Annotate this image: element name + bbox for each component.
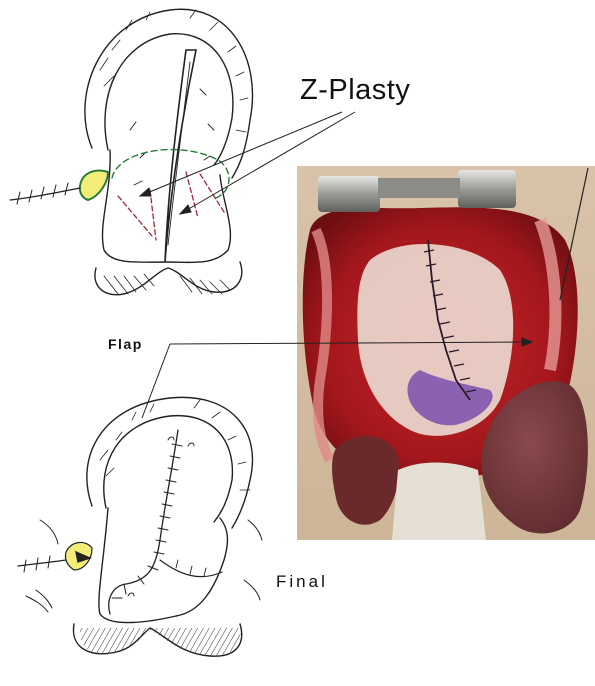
photo-gap [392, 463, 486, 541]
z-plasty-label: Z-Plasty [300, 74, 410, 107]
top-suture-line [10, 188, 80, 200]
bottom-sketch [18, 397, 262, 656]
top-arch-texture [100, 10, 248, 132]
photo-retractor-right [458, 170, 516, 208]
bottom-inner-arch [104, 416, 233, 522]
bottom-throat-hatch [80, 628, 241, 656]
bottom-closure-line [109, 430, 178, 614]
bottom-palate-body [99, 508, 228, 623]
top-suture-ticks [17, 183, 68, 204]
intraoperative-photo [297, 166, 595, 540]
bottom-outer-arch [87, 397, 253, 528]
final-label: Final [276, 572, 328, 592]
top-yellow-flap [80, 171, 108, 200]
top-throat-outline [95, 262, 242, 295]
top-inner-arch [105, 34, 233, 165]
top-cleft-inner [168, 62, 190, 245]
photo-retractor-left [318, 176, 380, 212]
flap-label: Flap [108, 336, 143, 352]
top-sketch [10, 9, 252, 294]
photo-retractor-bar [378, 178, 460, 198]
